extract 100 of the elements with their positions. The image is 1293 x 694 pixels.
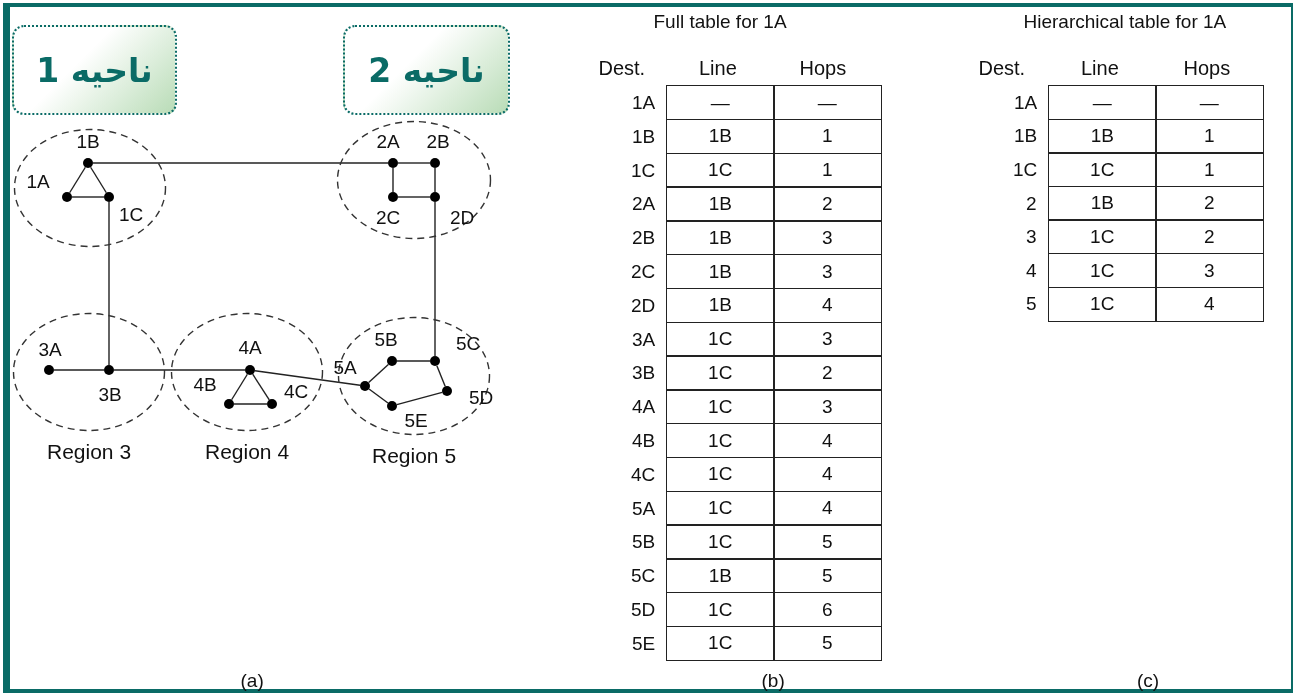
row-header: 5B xyxy=(632,531,656,554)
row-header: 1C xyxy=(1013,159,1038,181)
row-header: 3 xyxy=(1026,226,1037,249)
table-cell: 1B xyxy=(1048,185,1157,221)
table-cell: 1C xyxy=(1048,286,1157,322)
router-dot xyxy=(62,192,72,202)
row-header: 2B xyxy=(632,227,656,250)
router-label: 5C xyxy=(456,333,481,355)
table-cell: 4 xyxy=(773,490,882,526)
table-cell: 6 xyxy=(773,592,882,628)
link-line xyxy=(108,201,110,366)
table-cell: 1C xyxy=(666,490,775,526)
router-label: 1B xyxy=(76,131,100,153)
table-cell: 1C xyxy=(666,625,775,662)
column-header: Dest. xyxy=(978,57,1026,79)
link-line xyxy=(368,388,389,404)
column-header: Line xyxy=(1081,57,1119,79)
router-dot xyxy=(267,399,277,409)
link-line xyxy=(89,166,108,194)
column-header: Hops xyxy=(1183,57,1231,79)
table-cell: 5 xyxy=(773,625,882,662)
table-cell: — xyxy=(773,85,882,121)
router-dot xyxy=(360,381,370,391)
table-cell: 1 xyxy=(773,152,882,188)
row-header: 5E xyxy=(632,632,656,655)
row-header: 1C xyxy=(631,159,656,182)
table-cell: 1B xyxy=(1048,118,1157,154)
row-header: 3B xyxy=(632,362,656,385)
table-cell: — xyxy=(1048,85,1157,121)
region-label: Region 5 xyxy=(372,445,457,467)
router-label: 1C xyxy=(119,204,144,226)
table-cell: 5 xyxy=(773,524,882,560)
table-cell: 4 xyxy=(1155,286,1264,322)
table-cell: — xyxy=(1155,85,1264,121)
router-label: 4A xyxy=(238,337,262,359)
region-label: Region 4 xyxy=(205,441,290,463)
router-dot xyxy=(430,356,440,366)
router-label: 2A xyxy=(376,131,400,153)
router-label: 5D xyxy=(469,387,494,409)
table-cell: 1B xyxy=(666,287,775,324)
table-cell: 1B xyxy=(666,254,775,290)
row-header: 1B xyxy=(632,125,656,148)
table-cell: 1C xyxy=(1048,253,1157,289)
link-line xyxy=(396,391,443,406)
table-cell: 1C xyxy=(666,592,775,628)
link-line xyxy=(434,201,436,357)
table-cell: 4 xyxy=(773,287,882,324)
table-cell: 1B xyxy=(666,186,775,222)
router-label: 3B xyxy=(98,384,122,406)
link-line xyxy=(397,196,431,198)
router-label: 5E xyxy=(404,410,428,432)
link-line xyxy=(252,373,270,401)
table-cell: 1B xyxy=(666,558,775,594)
router-label: 4C xyxy=(284,381,309,403)
table-cell: 4 xyxy=(773,456,882,493)
link-line xyxy=(71,196,105,198)
table-cell: 1C xyxy=(666,321,775,357)
table-cell: 1C xyxy=(666,524,775,560)
router-dot xyxy=(430,158,440,168)
router-label: 2B xyxy=(426,131,450,153)
table-cell: — xyxy=(666,85,775,121)
table-cell: 3 xyxy=(773,321,882,357)
router-dot xyxy=(388,192,398,202)
table-title: Full table for 1A xyxy=(653,11,787,33)
column-header: Hops xyxy=(799,57,847,79)
table-cell: 1B xyxy=(666,118,775,155)
link-line xyxy=(92,162,389,164)
link-line xyxy=(392,167,394,193)
row-header: 2C xyxy=(631,260,656,283)
router-dot xyxy=(104,192,114,202)
row-header: 4C xyxy=(631,463,656,486)
link-line xyxy=(436,364,446,388)
link-line xyxy=(396,360,431,362)
row-header: 1A xyxy=(632,91,656,114)
panel-label: (a) xyxy=(240,670,264,692)
router-dot xyxy=(430,192,440,202)
panel-label: (b) xyxy=(761,670,785,692)
table-cell: 1C xyxy=(666,152,775,188)
row-header: 2D xyxy=(631,294,656,317)
router-label: 2D xyxy=(450,207,475,229)
row-header: 2A xyxy=(632,193,656,216)
router-label: 1A xyxy=(26,171,50,193)
router-dot xyxy=(44,365,54,375)
table-cell: 2 xyxy=(773,355,882,391)
router-dot xyxy=(83,158,93,168)
table-cell: 2 xyxy=(1155,185,1264,221)
row-header: 2 xyxy=(1026,192,1037,215)
row-header: 4 xyxy=(1026,259,1037,282)
link-line xyxy=(254,370,361,386)
region-label: Region 3 xyxy=(47,441,132,463)
table-cell: 5 xyxy=(773,558,882,594)
table-cell: 4 xyxy=(773,423,882,459)
table-cell: 3 xyxy=(1155,253,1264,289)
link-line xyxy=(230,373,249,401)
column-header: Line xyxy=(699,57,737,79)
router-dot xyxy=(104,365,114,375)
router-dot xyxy=(442,386,452,396)
table-cell: 2 xyxy=(773,186,882,222)
router-label: 5B xyxy=(374,329,398,351)
row-header: 5A xyxy=(632,497,656,520)
